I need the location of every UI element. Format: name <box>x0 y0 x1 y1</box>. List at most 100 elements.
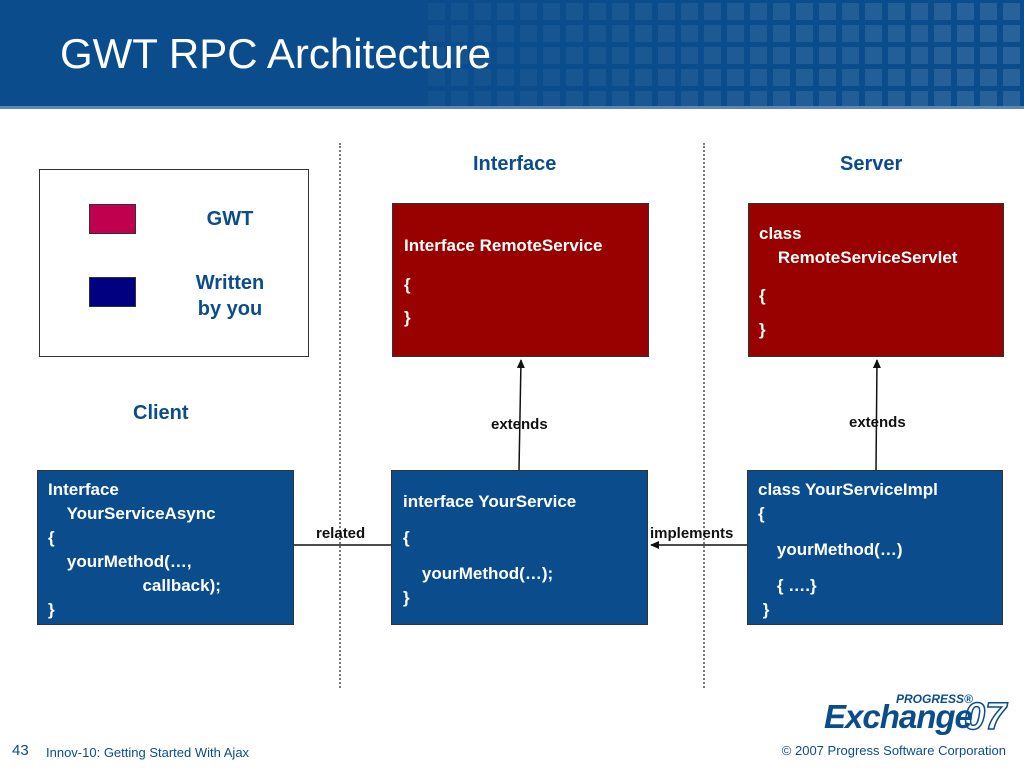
heading-interface: Interface <box>473 153 557 175</box>
header-grid-square <box>635 91 652 106</box>
slide-title: GWT RPC Architecture <box>60 30 491 77</box>
header-grid-square <box>681 3 698 20</box>
header-grid-square <box>750 91 767 106</box>
header-grid-square <box>589 91 606 106</box>
header-grid-square <box>520 25 537 42</box>
header-grid-square <box>658 47 675 64</box>
header-grid-square <box>980 3 997 20</box>
header-grid-square <box>888 47 905 64</box>
header-grid-square <box>750 3 767 20</box>
header-grid-square <box>727 91 744 106</box>
header-grid-square <box>658 69 675 86</box>
header-grid-square <box>911 25 928 42</box>
header-grid-square <box>865 69 882 86</box>
header-grid-square <box>773 25 790 42</box>
box-line: { <box>758 504 765 523</box>
box-line: YourServiceAsync <box>48 504 216 523</box>
header-grid-square <box>727 25 744 42</box>
header-grid-square <box>428 91 445 106</box>
header-grid-square <box>727 69 744 86</box>
header-grid-square <box>704 25 721 42</box>
header-grid-square <box>888 69 905 86</box>
legend-gwt-swatch <box>89 204 136 234</box>
header-grid-square <box>796 3 813 20</box>
header-grid-square <box>865 25 882 42</box>
header-grid-square <box>796 47 813 64</box>
header-grid-square <box>980 47 997 64</box>
header-grid-square <box>727 3 744 20</box>
header-divider <box>0 106 1024 109</box>
label-related: related <box>316 525 366 542</box>
header-grid-square <box>497 3 514 20</box>
header-grid-square <box>819 91 836 106</box>
header-grid-square <box>865 91 882 106</box>
header-grid-square <box>497 47 514 64</box>
header-grid-square <box>911 47 928 64</box>
header-grid-square <box>589 3 606 20</box>
box-line: } <box>403 588 410 607</box>
header-grid-square <box>566 3 583 20</box>
header-grid-square <box>796 25 813 42</box>
box-line: { ….} <box>758 576 817 595</box>
header-grid-square <box>911 69 928 86</box>
slide-header: GWT RPC Architecture <box>0 0 1024 106</box>
header-grid-square <box>451 3 468 20</box>
box-line: { <box>48 528 55 547</box>
header-grid-square <box>543 3 560 20</box>
legend-gwt-label: GWT <box>206 208 254 230</box>
header-grid-square <box>635 47 652 64</box>
header-grid-square <box>819 3 836 20</box>
box-line: } <box>48 600 55 619</box>
footer-session-title: Innov-10: Getting Started With Ajax <box>46 745 250 760</box>
header-grid-square <box>911 3 928 20</box>
label-extends-server: extends <box>849 414 906 431</box>
header-grid-square <box>750 69 767 86</box>
header-grid-square <box>474 91 491 106</box>
header-grid-square <box>773 3 790 20</box>
header-grid-square <box>474 3 491 20</box>
footer-copyright: © 2007 Progress Software Corporation <box>781 743 1006 758</box>
header-grid-square <box>980 25 997 42</box>
extends-arrow-interface <box>516 359 525 471</box>
header-grid-square <box>1003 3 1020 20</box>
header-grid-square <box>658 3 675 20</box>
remote-service-box: Interface RemoteService { } <box>392 203 649 357</box>
header-grid-square <box>566 47 583 64</box>
header-grid-square <box>842 69 859 86</box>
header-grid-square <box>1003 25 1020 42</box>
header-grid-square <box>658 91 675 106</box>
header-grid-square <box>1003 47 1020 64</box>
header-grid-square <box>819 47 836 64</box>
box-line: class YourServiceImpl <box>758 480 938 499</box>
header-grid-square <box>750 47 767 64</box>
header-grid-square <box>566 69 583 86</box>
header-grid-square <box>934 47 951 64</box>
header-grid-square <box>635 25 652 42</box>
header-grid-square <box>704 47 721 64</box>
header-grid-square <box>773 47 790 64</box>
header-grid-square <box>934 69 951 86</box>
box-line: Interface RemoteService <box>404 236 603 255</box>
header-grid-square <box>704 91 721 106</box>
box-line: { <box>404 275 411 294</box>
box-line: callback); <box>48 576 221 595</box>
remote-service-servlet-box: class RemoteServiceServlet { } <box>748 203 1004 357</box>
header-grid-square <box>842 25 859 42</box>
header-grid-square <box>957 3 974 20</box>
header-grid-square <box>934 25 951 42</box>
header-grid-square <box>497 25 514 42</box>
progress-exchange-logo: PROGRESS® Exchange 07 <box>824 692 1014 740</box>
header-grid-square <box>635 69 652 86</box>
header-grid-square <box>865 3 882 20</box>
header-grid-square <box>612 25 629 42</box>
logo-progress-text: PROGRESS® <box>896 692 973 706</box>
separator-interface-server <box>703 143 705 688</box>
header-grid-square <box>980 91 997 106</box>
legend-written-swatch <box>89 277 136 307</box>
heading-server: Server <box>840 153 903 175</box>
header-grid-square <box>773 69 790 86</box>
header-grid-square <box>658 25 675 42</box>
header-grid-square <box>911 91 928 106</box>
header-grid-square <box>727 47 744 64</box>
